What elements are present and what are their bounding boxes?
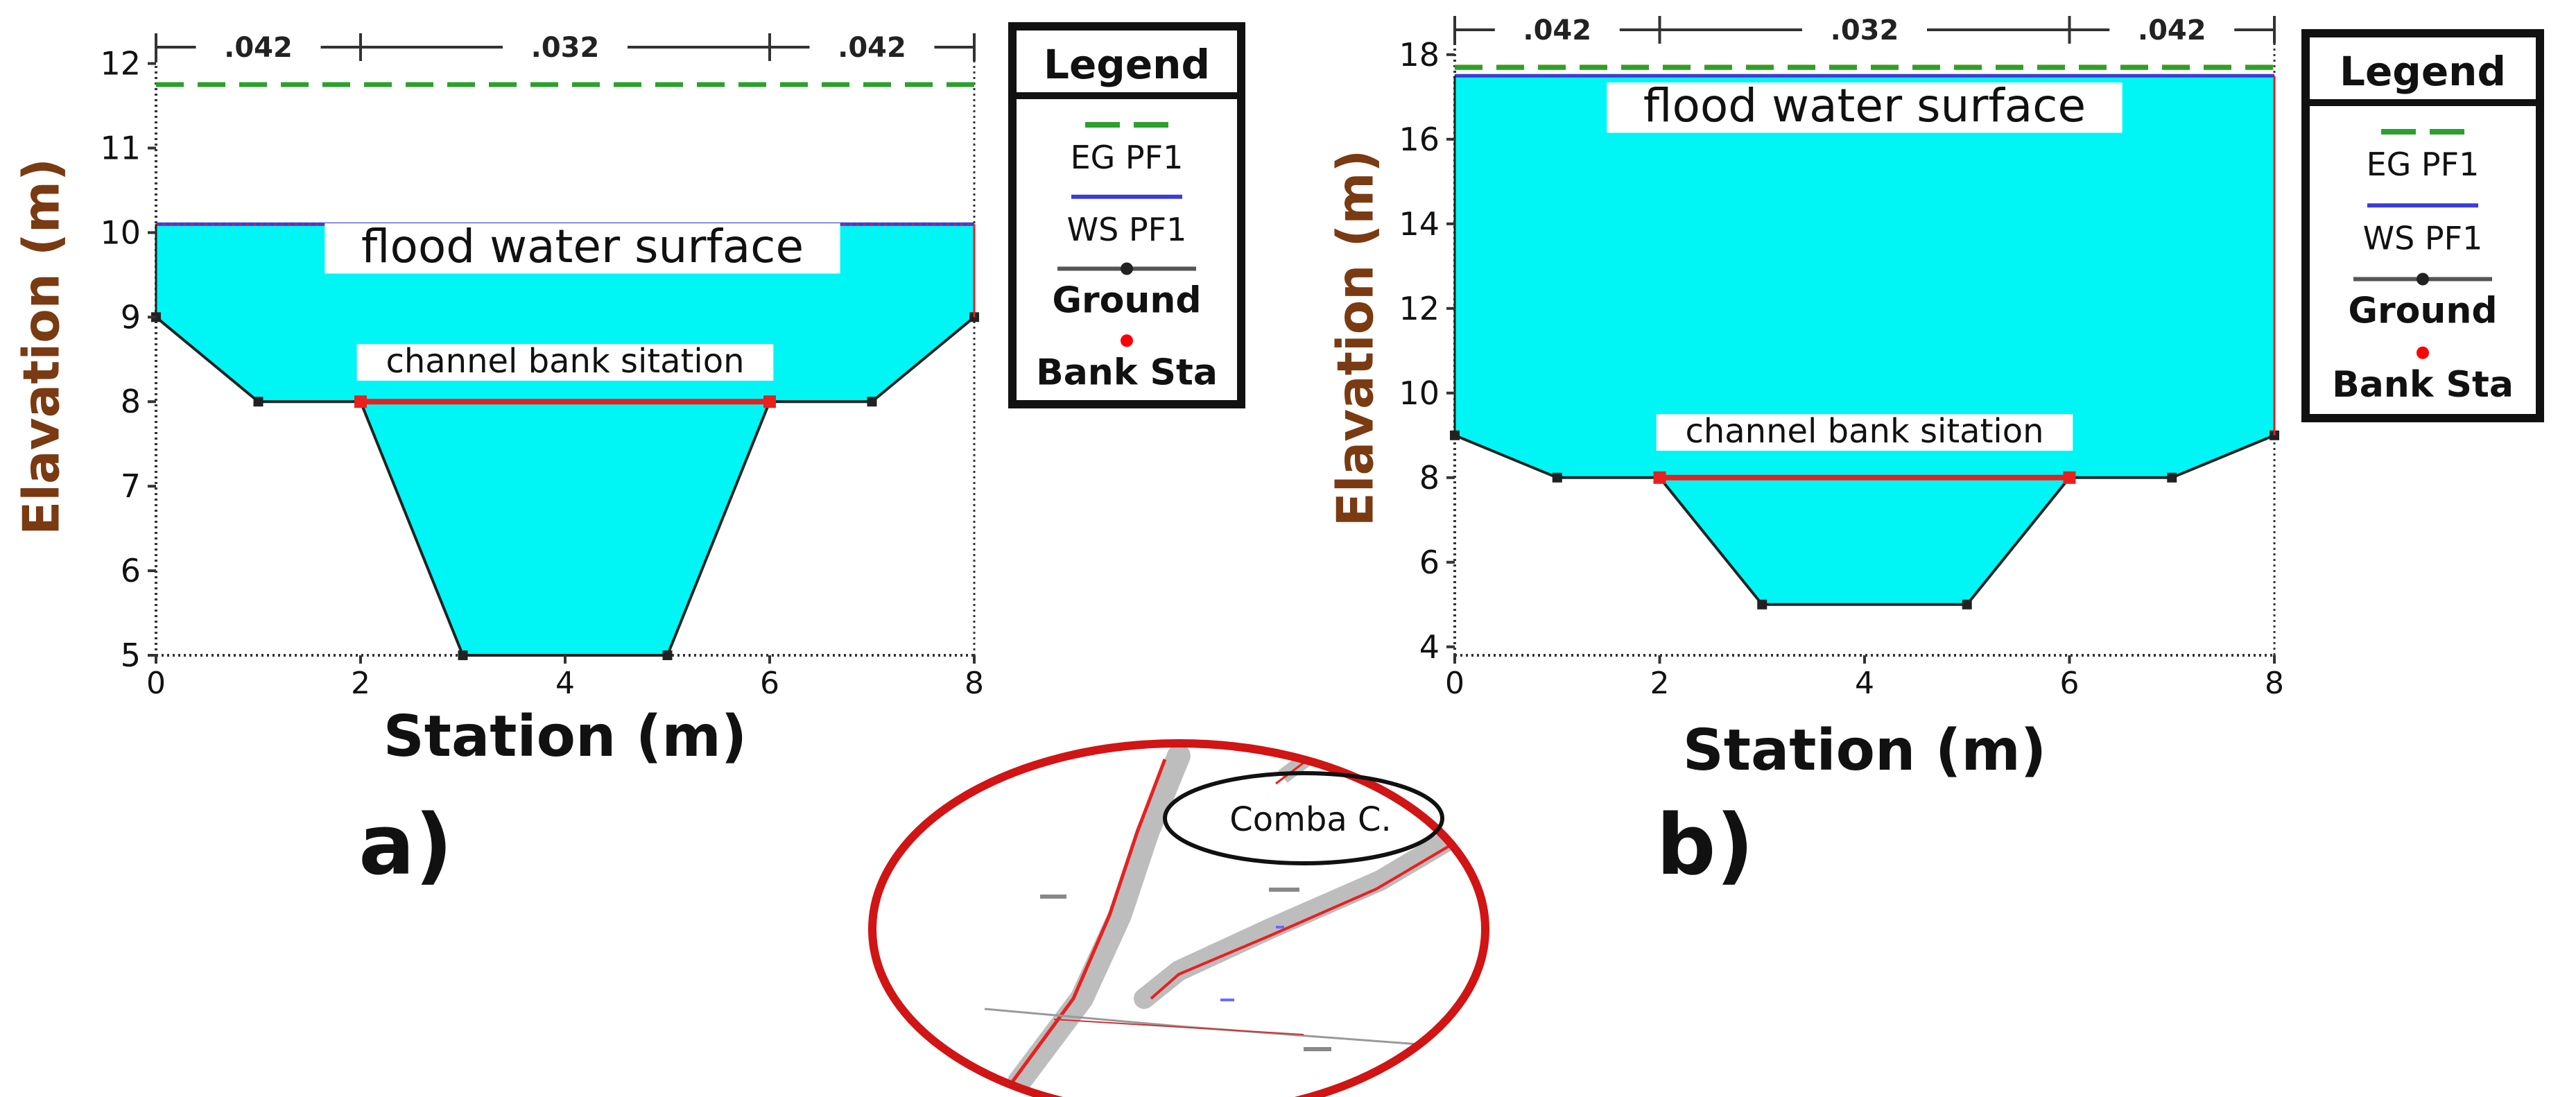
annotation-text: flood water surface xyxy=(361,220,804,273)
legend-item-label: WS PF1 xyxy=(2363,219,2483,257)
y-tick-label: 16 xyxy=(1399,121,1440,158)
legend-item-label: Ground xyxy=(1052,280,1201,322)
legend-swatch-ground-dot xyxy=(1121,262,1133,275)
legend-item-label: WS PF1 xyxy=(1067,211,1187,248)
ground-point xyxy=(662,650,673,660)
ground-point xyxy=(253,397,263,407)
legend-item-label: Bank Sta xyxy=(1036,352,1218,393)
y-tick-label: 9 xyxy=(121,298,141,336)
y-tick-label: 7 xyxy=(121,467,141,505)
chart-a: .042 .032 .042 5 6 7 8 9 10 11 12 0 2 4 6 8 Elavation (m… xyxy=(12,32,984,894)
y-tick-label: 6 xyxy=(1419,544,1440,581)
x-tick-label: 6 xyxy=(2060,666,2080,701)
bank-station-point xyxy=(2063,471,2076,484)
x-tick-label: 2 xyxy=(1650,666,1670,701)
bank-station-point xyxy=(1653,471,1666,484)
ground-point xyxy=(867,397,877,407)
legend-title: Legend xyxy=(1044,41,1210,88)
annotation-bg xyxy=(325,223,840,274)
x-tick-label: 8 xyxy=(2265,666,2284,701)
inset-map: Comba C. xyxy=(868,739,1489,1097)
legend-swatch-ground-dot xyxy=(2417,273,2429,286)
x-tick-label: 0 xyxy=(1445,666,1464,701)
y-tick-label: 11 xyxy=(100,129,141,166)
x-axis-label: Station (m) xyxy=(1683,718,2047,784)
chart-b: .042 .032 .042 4 6 8 10 12 14 16 18 0 2 4 6 8 Elavation … xyxy=(1326,15,2284,894)
bank-station-point xyxy=(763,395,776,408)
manning-n-label: .042 xyxy=(1523,15,1591,46)
inset-river-branch xyxy=(1150,845,1451,1000)
manning-n-label: .042 xyxy=(224,32,293,64)
y-tick-label: 10 xyxy=(1399,374,1440,412)
flood-water-area xyxy=(1455,76,2274,605)
legend-item-label: Bank Sta xyxy=(2332,364,2514,406)
y-tick-label: 18 xyxy=(1399,36,1440,74)
x-tick-label: 4 xyxy=(1855,666,1874,701)
x-tick-label: 6 xyxy=(760,666,779,701)
y-tick-label: 14 xyxy=(1399,205,1440,243)
inset-label: Comba C. xyxy=(1229,800,1392,839)
y-tick-label: 8 xyxy=(121,383,141,420)
annotation-bg xyxy=(356,344,774,381)
annotation-text: flood water surface xyxy=(1643,79,2086,132)
inset-label-ellipse xyxy=(1163,771,1444,865)
ground-point xyxy=(2167,472,2177,483)
x-tick-label: 0 xyxy=(146,666,166,701)
y-tick-label: 4 xyxy=(1419,628,1440,666)
annotation-bg xyxy=(1607,82,2123,133)
x-axis-label: Station (m) xyxy=(383,704,747,770)
manning-n-label: .032 xyxy=(1831,15,1899,46)
legend-item-label: EG PF1 xyxy=(2367,146,2480,183)
ground-point xyxy=(1552,472,1562,483)
annotation-text: channel bank sitation xyxy=(386,342,744,381)
y-axis-label: Elavation (m) xyxy=(1326,150,1385,527)
y-axis-label: Elavation (m) xyxy=(12,158,71,535)
ground-line xyxy=(1454,433,2275,606)
legend-swatch-bank xyxy=(1121,334,1133,347)
ground-point xyxy=(1757,599,1767,610)
flood-water-area xyxy=(156,224,974,655)
manning-n-label: .042 xyxy=(838,32,906,64)
legend-item-label: Ground xyxy=(2348,291,2497,332)
annotation-bg xyxy=(1656,414,2073,451)
x-tick-label: 2 xyxy=(351,666,370,701)
y-tick-label: 5 xyxy=(121,637,141,674)
y-tick-label: 12 xyxy=(100,45,141,83)
legend-swatch-bank xyxy=(2417,346,2429,359)
legend-item-label: EG PF1 xyxy=(1071,139,1184,176)
x-tick-label: 8 xyxy=(965,666,984,701)
manning-n-label: .042 xyxy=(2138,15,2206,46)
panel-label: b) xyxy=(1657,797,1754,894)
inset-border xyxy=(868,739,1489,1097)
bank-station-point xyxy=(354,395,367,408)
manning-n-label: .032 xyxy=(531,32,600,64)
x-tick-label: 4 xyxy=(555,666,575,701)
y-tick-label: 8 xyxy=(1419,459,1440,496)
panel-label: a) xyxy=(358,797,453,894)
y-tick-label: 6 xyxy=(121,552,141,589)
annotation-text: channel bank sitation xyxy=(1685,412,2043,451)
inset-channel-branch xyxy=(1134,825,1467,1009)
ground-point xyxy=(458,650,468,660)
y-tick-label: 12 xyxy=(1399,290,1440,327)
inset-road-red xyxy=(1053,1019,1304,1035)
y-tick-label: 10 xyxy=(100,214,141,251)
legend-title: Legend xyxy=(2340,48,2506,95)
ground-point xyxy=(1962,599,1972,610)
inset-river-main xyxy=(1010,759,1167,1083)
